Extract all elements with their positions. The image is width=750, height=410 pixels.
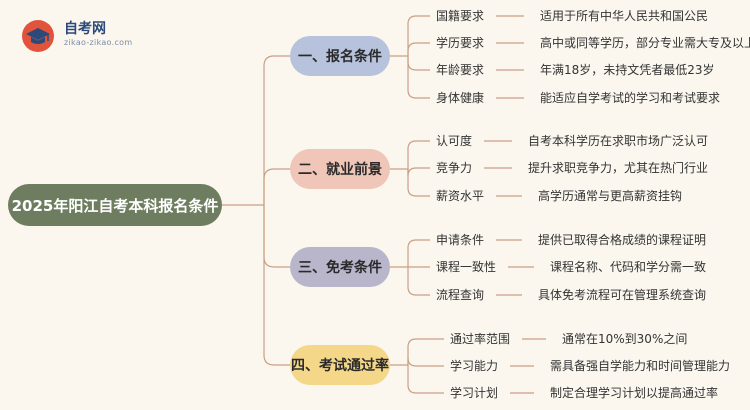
leaf-connector xyxy=(407,140,430,169)
leaf-connector xyxy=(407,239,430,267)
leaf-key: 学习计划 xyxy=(450,386,499,400)
leaf-value: 具体免考流程可在管理系统查询 xyxy=(538,288,707,302)
leaf-connector xyxy=(407,15,430,56)
leaf-connector xyxy=(407,267,430,296)
leaf-key: 学历要求 xyxy=(436,36,485,50)
leaf-key: 学习能力 xyxy=(450,359,499,373)
leaf-connector xyxy=(407,365,444,394)
leaf-connector xyxy=(407,169,430,197)
leaf-value: 提供已取得合格成绩的课程证明 xyxy=(538,233,707,247)
category-node-1: 一、报名条件 xyxy=(290,36,390,76)
leaf-connector xyxy=(407,56,430,71)
leaf-value: 高中或同等学历，部分专业需大专及以上 xyxy=(540,36,750,50)
leaf-connector xyxy=(407,56,430,99)
leaf-value: 适用于所有中华人民共和国公民 xyxy=(540,9,709,23)
leaf-key: 流程查询 xyxy=(436,288,485,302)
leaf-key: 通过率范围 xyxy=(450,332,511,346)
logo-url: zikao-zikao.com xyxy=(64,38,133,47)
leaf-key: 申请条件 xyxy=(436,233,485,247)
leaf-connector xyxy=(407,357,444,367)
leaf-connector xyxy=(407,42,430,56)
leaf-connector xyxy=(407,338,444,365)
leaf-connector xyxy=(407,167,430,177)
logo-name: 自考网 xyxy=(64,21,106,37)
category-node-4: 四、考试通过率 xyxy=(290,345,390,385)
category-connector xyxy=(263,55,290,205)
leaf-value: 通常在10%到30%之间 xyxy=(562,332,688,346)
category-connector xyxy=(263,205,290,366)
leaf-value: 自考本科学历在求职市场广泛认可 xyxy=(528,134,709,148)
leaf-value: 课程名称、代码和学分需一致 xyxy=(550,260,707,274)
leaf-key: 年龄要求 xyxy=(436,63,485,77)
site-logo[interactable]: 自考网 zikao-zikao.com xyxy=(20,16,160,56)
leaf-value: 年满18岁，未持文凭者最低23岁 xyxy=(540,63,715,77)
leaf-value: 制定合理学习计划以提高通过率 xyxy=(550,386,719,400)
leaf-key: 身体健康 xyxy=(436,91,485,105)
category-connector xyxy=(263,205,290,268)
leaf-key: 薪资水平 xyxy=(436,189,485,203)
leaf-key: 竞争力 xyxy=(436,161,473,175)
leaf-key: 国籍要求 xyxy=(436,9,485,23)
leaf-value: 需具备强自学能力和时间管理能力 xyxy=(550,359,731,373)
root-node: 2025年阳江自考本科报名条件 xyxy=(8,184,222,226)
category-node-2: 二、就业前景 xyxy=(290,149,390,189)
leaf-value: 高学历通常与更高薪资挂钩 xyxy=(538,189,683,203)
leaf-value: 提升求职竞争力，尤其在热门行业 xyxy=(528,161,709,175)
leaf-key: 课程一致性 xyxy=(436,260,497,274)
leaf-value: 能适应自学考试的学习和考试要求 xyxy=(540,91,721,105)
category-node-3: 三、免考条件 xyxy=(290,247,390,287)
graduation-cap-icon xyxy=(20,18,56,54)
leaf-key: 认可度 xyxy=(436,134,473,148)
category-connector xyxy=(263,168,290,205)
